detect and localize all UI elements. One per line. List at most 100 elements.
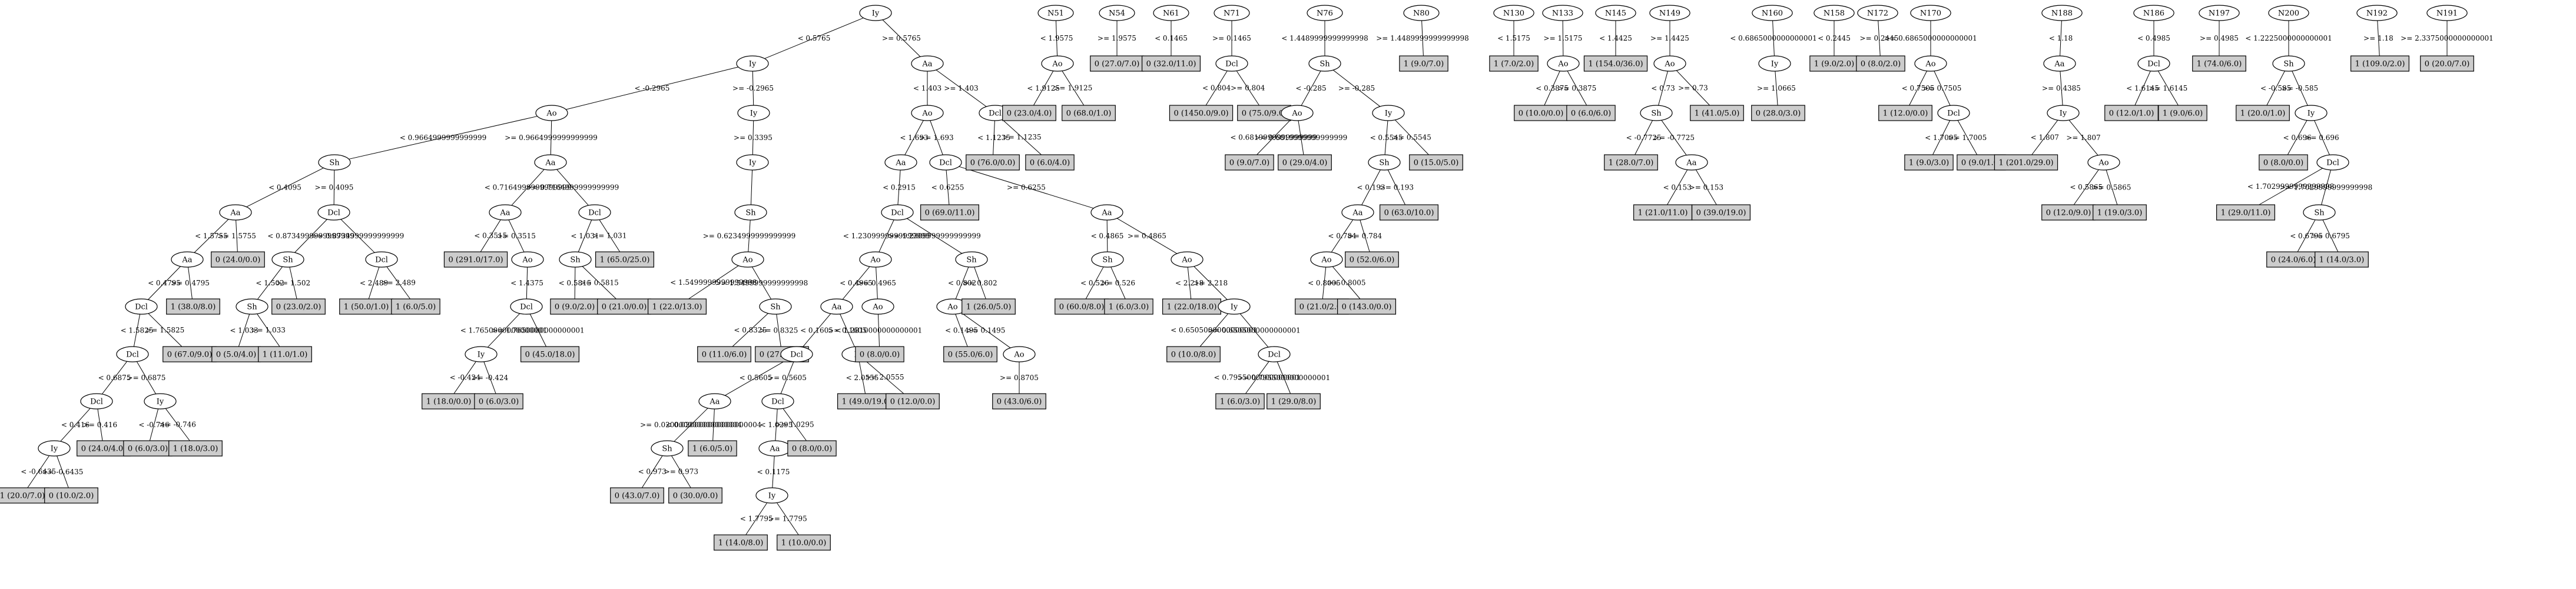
leaf-node: 0 (12.0/1.0) — [2104, 105, 2159, 121]
split-label: Aa — [895, 159, 906, 168]
leaf-box — [1267, 393, 1321, 410]
leaf-label: 0 (9.0/7.0) — [1229, 159, 1269, 168]
tree-edge — [1934, 71, 1951, 106]
leaf-node: 0 (9.0/7.0) — [1225, 154, 1274, 171]
split-ellipse — [2426, 5, 2468, 21]
split-label: Iy — [157, 398, 164, 407]
tree-edge — [959, 166, 1094, 209]
leaf-label: 1 (65.0/25.0) — [600, 256, 650, 265]
edge-condition-label: < 0.6795 — [2290, 232, 2323, 240]
tree-edge — [289, 267, 297, 300]
edge-labels-layer: < 0.5765>= 0.5765< -0.2965>= -0.2965< 0.… — [21, 34, 2494, 523]
tree-edge — [246, 167, 324, 208]
tree-edge — [368, 267, 380, 300]
split-node: Iy — [1758, 55, 1791, 72]
split-node: Sh — [559, 251, 592, 268]
tree-edge — [2322, 219, 2339, 252]
edge-condition-label: < 0.020000000000000004 — [666, 421, 762, 429]
tree-edge — [1667, 169, 1688, 205]
split-label: Iy — [2308, 109, 2315, 118]
tree-edge — [1002, 119, 1042, 155]
split-ellipse — [929, 154, 962, 171]
leaf-node: 1 (22.0/18.0) — [1162, 298, 1222, 315]
leaf-node: 0 (291.0/17.0) — [443, 251, 508, 268]
edge-condition-label: >= 0.8734999999999999 — [311, 232, 405, 240]
split-label: Sh — [247, 303, 257, 312]
edge-condition-label: >= 1.7650000000000001 — [492, 326, 585, 334]
tree-edge — [2031, 119, 2058, 155]
leaf-label: 1 (10.0/0.0) — [781, 539, 827, 548]
split-label: Ao — [1013, 351, 1024, 360]
tree-edge — [732, 313, 768, 347]
split-node: Sh — [1091, 251, 1124, 268]
leaf-node: 0 (24.0/0.0) — [211, 251, 265, 268]
leaf-box — [1604, 154, 1658, 171]
split-ellipse — [1914, 55, 1947, 72]
leaf-node: 1 (29.0/11.0) — [2216, 204, 2276, 221]
tree-edge — [1878, 20, 1881, 56]
split-label: Sh — [1651, 109, 1662, 118]
leaf-box — [271, 298, 326, 315]
tree-edge — [2314, 120, 2330, 155]
split-node: N76 — [1307, 5, 1343, 21]
split-label: Ao — [947, 303, 957, 312]
split-node: Dcl — [780, 346, 813, 362]
split-node: N71 — [1214, 5, 1250, 21]
edge-condition-label: >= 0.4385 — [2042, 84, 2081, 92]
leaf-node: 0 (10.0/8.0) — [1166, 346, 1221, 362]
split-node: Dcl — [2316, 154, 2349, 171]
tree-edge — [904, 120, 924, 155]
split-ellipse — [1752, 5, 1793, 21]
leaf-label: 0 (15.0/5.0) — [1414, 159, 1459, 168]
leaf-node: 0 (10.0/2.0) — [44, 487, 98, 504]
split-label: Sh — [2283, 60, 2294, 69]
edge-condition-label: >= -0.6435 — [42, 468, 83, 476]
split-ellipse — [1341, 204, 1374, 221]
split-node: N54 — [1099, 5, 1135, 21]
leaf-label: 1 (6.0/3.0) — [1109, 303, 1149, 312]
leaf-box — [1169, 105, 1234, 121]
tree-edge — [946, 169, 950, 205]
edge-condition-label: >= 1.693 — [919, 134, 953, 142]
edge-condition-label: >= 0.526 — [1101, 279, 1135, 287]
split-ellipse — [219, 204, 252, 221]
split-ellipse — [759, 298, 792, 315]
split-label: N145 — [1605, 9, 1626, 18]
leaf-label: 1 (20.0/7.0) — [0, 492, 45, 501]
tree-edge — [1322, 267, 1327, 300]
split-node: Sh — [651, 440, 684, 457]
split-node: Iy — [144, 393, 177, 410]
tree-edge — [858, 361, 866, 394]
split-label: Ao — [546, 109, 556, 118]
edge-condition-label: < 0.8325 — [734, 326, 767, 334]
leaf-box — [1104, 298, 1153, 315]
leaf-label: 0 (63.0/10.0) — [1384, 209, 1434, 218]
split-label: N200 — [2278, 9, 2299, 18]
edge-condition-label: >= 0.3875 — [1557, 84, 1596, 92]
split-ellipse — [859, 251, 892, 268]
edge-condition-label: >= 0.1465 — [1212, 34, 1251, 42]
edge-condition-label: >= 1.4425 — [1650, 34, 1689, 42]
split-ellipse — [780, 346, 813, 362]
split-label: Dcl — [1268, 351, 1281, 360]
split-ellipse — [861, 298, 894, 315]
edge-condition-label: < 0.6255 — [931, 183, 964, 191]
leaf-box — [2259, 154, 2308, 171]
leaf-box — [1994, 154, 2058, 171]
leaf-label: 0 (6.0/3.0) — [479, 398, 519, 407]
edge-condition-label: < 0.696 — [2283, 134, 2312, 142]
edge-condition-label: < 0.4985 — [2137, 34, 2170, 42]
split-node: N200 — [2268, 5, 2309, 21]
leaf-label: 1 (20.0/1.0) — [2240, 109, 2286, 118]
leaf-label: 1 (22.0/13.0) — [652, 303, 702, 312]
edge-condition-label: < 0.3875 — [1536, 84, 1569, 92]
tree-edge — [865, 360, 904, 394]
edge-condition-label: >= 1.5755 — [217, 232, 256, 240]
leaf-box — [992, 393, 1046, 410]
leaf-box — [168, 440, 223, 457]
leaf-label: 0 (6.0/3.0) — [128, 445, 168, 454]
split-label: N158 — [1824, 9, 1845, 18]
edge-condition-label: >= 0.6234999999999999 — [703, 232, 796, 240]
split-ellipse — [1542, 5, 1583, 21]
split-node: Dcl — [510, 298, 543, 315]
